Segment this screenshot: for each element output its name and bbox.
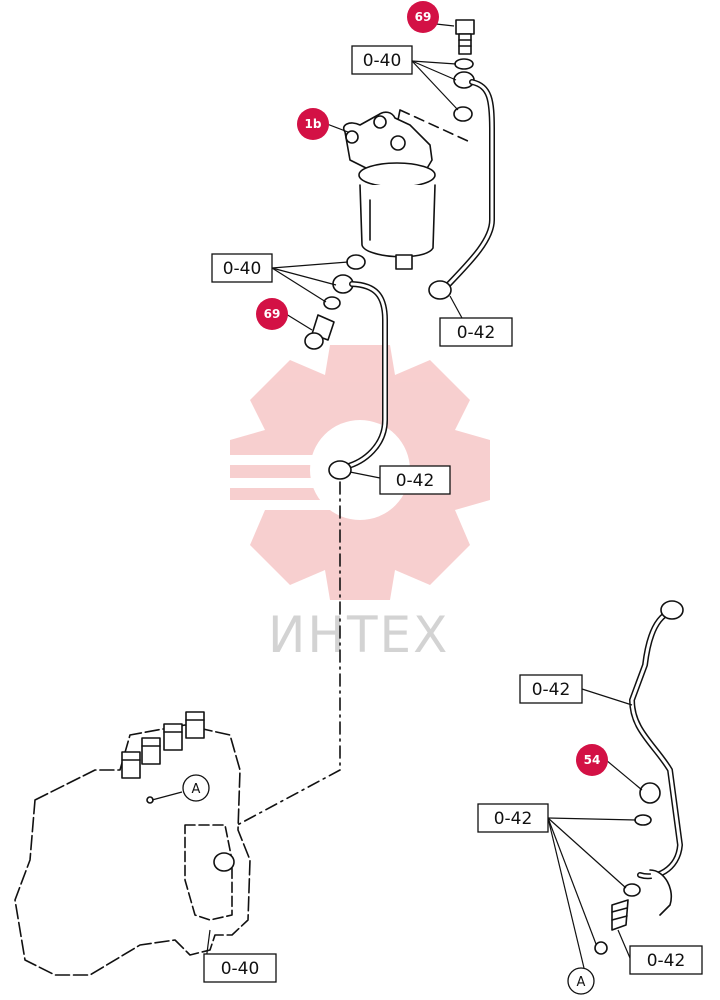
banjo-bolt-mid (304, 314, 335, 350)
svg-text:69: 69 (415, 10, 432, 24)
washer-detail-1 (634, 814, 652, 826)
badge-54[interactable]: 54 (576, 744, 608, 776)
pipe-eye-right (428, 280, 452, 300)
washer-top-3 (453, 106, 473, 122)
label-042-detail-left[interactable]: 0-42 (477, 803, 549, 833)
fuel-filter (342, 111, 436, 270)
watermark-stripe (205, 478, 355, 488)
fuel-pipe-detail-inner (630, 610, 682, 878)
badge-69-top[interactable]: 69 (407, 1, 439, 33)
watermark-stripe (210, 455, 350, 465)
label-040-mid[interactable]: 0-40 (211, 253, 273, 283)
badge-1b[interactable]: 1b (297, 108, 329, 140)
watermark-logo: ИНТЕХ (205, 345, 490, 664)
injection-pump (14, 711, 251, 976)
svg-text:0-42: 0-42 (396, 471, 435, 491)
label-042-right[interactable]: 0-42 (439, 317, 513, 347)
svg-text:A: A (192, 782, 201, 797)
svg-text:0-42: 0-42 (647, 951, 686, 971)
svg-text:1b: 1b (305, 117, 322, 131)
washer-mid-1 (346, 254, 366, 270)
watermark-gear-hole (310, 420, 410, 520)
label-042-center[interactable]: 0-42 (379, 465, 451, 495)
callout-a-pump: A (182, 774, 210, 802)
svg-text:0-42: 0-42 (494, 809, 533, 829)
svg-text:A: A (577, 975, 586, 990)
fuel-pipe-center-inner (343, 282, 387, 469)
label-040-top[interactable]: 0-40 (351, 45, 413, 75)
label-040-bottom[interactable]: 0-40 (203, 953, 277, 983)
washer-top-1 (454, 58, 474, 70)
pipe-eye-detail-top (660, 600, 684, 620)
washer-detail-2 (623, 883, 641, 897)
svg-text:0-40: 0-40 (363, 51, 402, 71)
banjo-bolt-detail (611, 899, 629, 931)
nut-54 (639, 782, 661, 804)
washer-mid-2 (323, 296, 341, 310)
watermark-text: ИНТЕХ (268, 606, 449, 664)
svg-text:0-40: 0-40 (223, 259, 262, 279)
svg-text:0-42: 0-42 (457, 323, 496, 343)
pipe-end-detail (649, 869, 672, 916)
washer-detail-3 (594, 941, 608, 955)
watermark-stripe (215, 500, 345, 510)
banjo-bolt-top (455, 19, 475, 55)
guide-dash-center (225, 481, 341, 859)
fuel-pipe-right-inner (446, 80, 494, 287)
callout-a-detail: A (567, 967, 595, 995)
pipe-eye-lower (328, 460, 352, 480)
label-042-detail-bottom[interactable]: 0-42 (629, 945, 703, 975)
svg-text:0-40: 0-40 (221, 959, 260, 979)
fuel-pipe-detail (629, 609, 683, 880)
svg-text:69: 69 (264, 307, 281, 321)
svg-text:54: 54 (584, 753, 601, 767)
label-042-detail-top[interactable]: 0-42 (519, 674, 583, 704)
badge-69-mid[interactable]: 69 (256, 298, 288, 330)
svg-text:0-42: 0-42 (532, 680, 571, 700)
